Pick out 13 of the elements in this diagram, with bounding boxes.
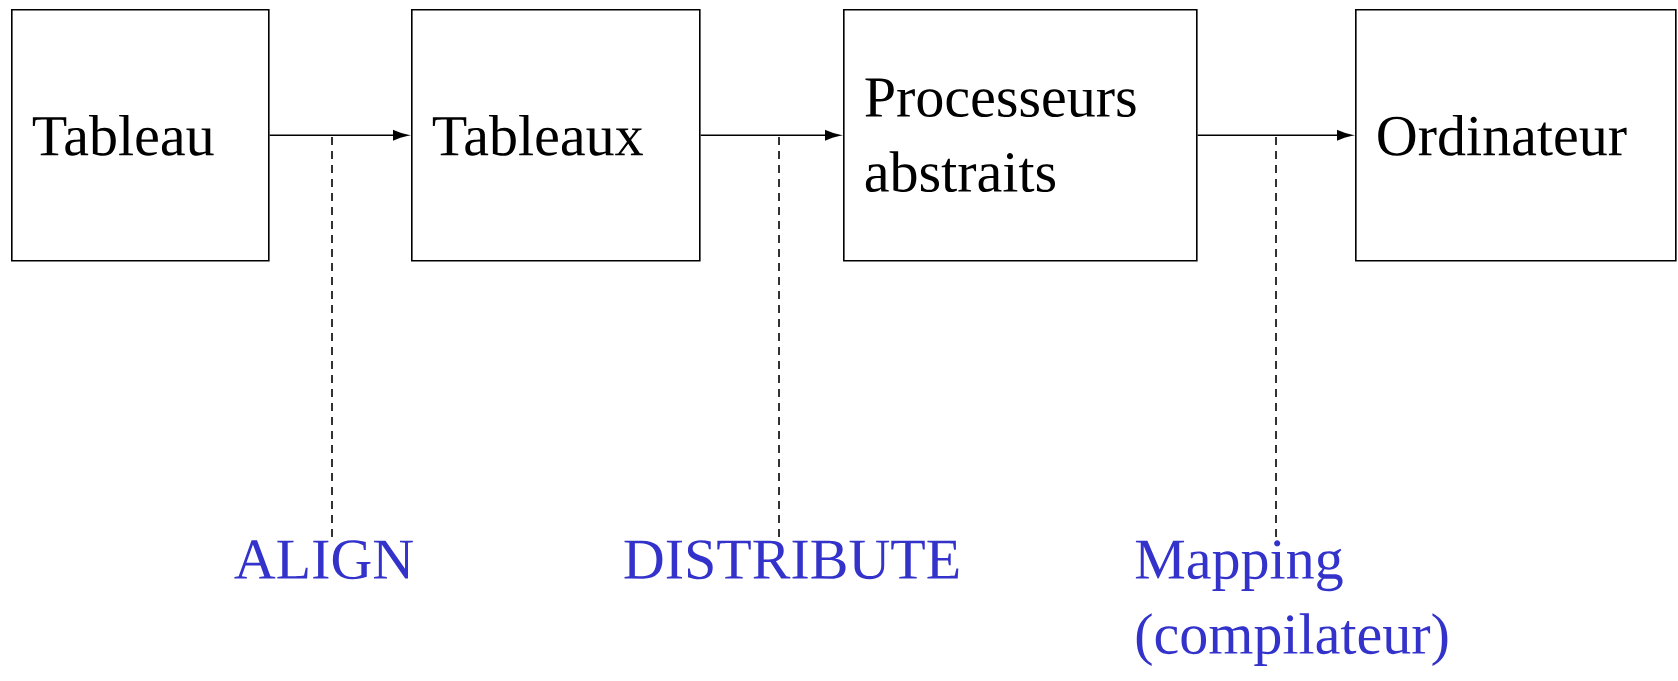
step-label: DISTRIBUTE <box>624 540 959 580</box>
arrow <box>268 130 408 141</box>
arrow <box>699 130 840 141</box>
process-box: Processeurs abstraits <box>843 9 1198 262</box>
arrow <box>1196 130 1352 141</box>
leader-line <box>1275 136 1277 538</box>
process-box: Ordinateur <box>1355 9 1677 262</box>
leader-line <box>778 136 780 538</box>
leader-line <box>331 136 333 538</box>
step-label: ALIGN <box>234 540 413 580</box>
step-label: Mapping (compilateur) <box>1135 540 1448 666</box>
process-box: Tableau <box>11 9 270 262</box>
process-box: Tableaux <box>411 9 701 262</box>
